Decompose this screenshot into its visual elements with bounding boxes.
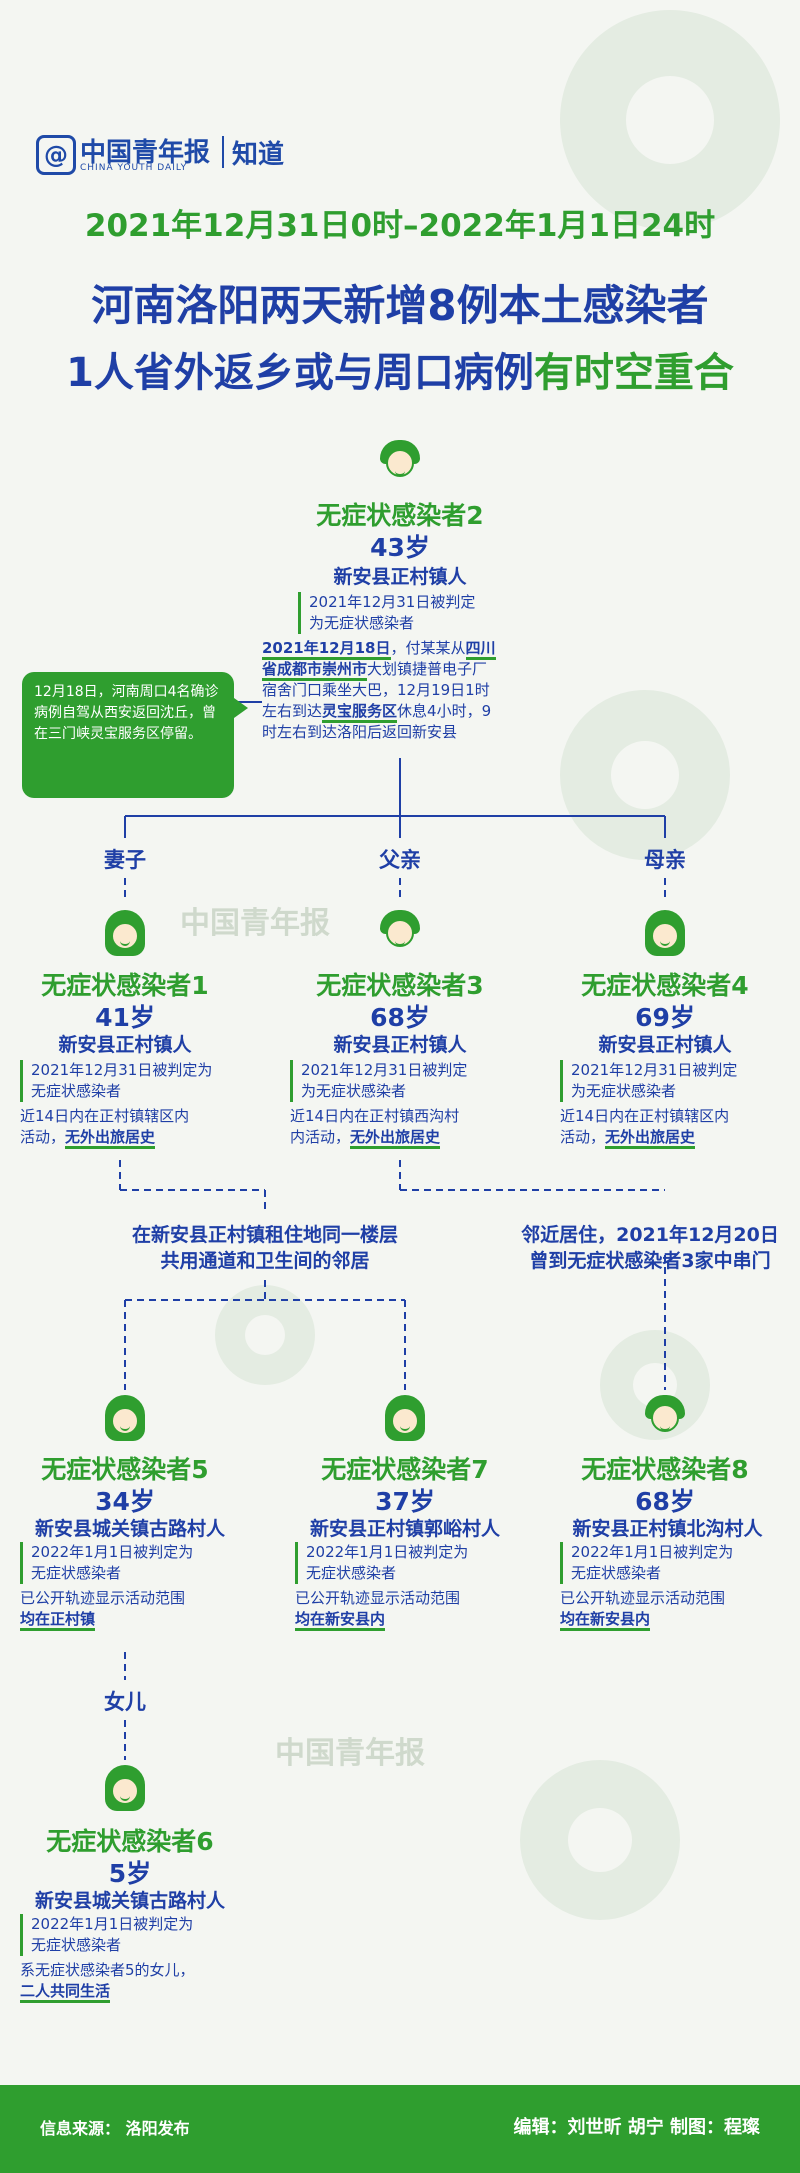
case4-title: 无症状感染者4 [581,971,749,1000]
case5-location: 新安县城关镇古路村人 [34,1518,225,1540]
logo-divider [222,136,224,168]
case7-location: 新安县正村镇郭峪村人 [309,1518,500,1540]
case6-note: 2022年1月1日被判定为 无症状感染者 [20,1914,193,1956]
case3-location: 新安县正村镇人 [333,1034,467,1056]
logo-title: 中国青年报 [80,138,211,168]
relation-mother: 母亲 [644,848,686,872]
footer-credits: 编辑：刘世昕 胡宁 制图：程璨 [513,2117,760,2138]
case2-location: 新安县正村镇人 [333,566,467,588]
watermark: 中国青年报 [180,906,330,941]
sub-title-blue: 1人省外返乡或与周口病例 [66,350,534,396]
male-avatar-icon [378,440,422,488]
case2-age: 43岁 [370,533,430,562]
case4-location: 新安县正村镇人 [598,1034,732,1056]
case1-note: 2021年12月31日被判定为 无症状感染者 [20,1060,212,1102]
logo-mark: @ [36,135,76,175]
footer-bar: 信息来源： 洛阳发布 编辑：刘世昕 胡宁 制图：程璨 [0,2085,800,2173]
case4-note: 2021年12月31日被判定 为无症状感染者 [560,1060,737,1102]
virus-decoration-icon [560,690,730,860]
relation-wife: 妻子 [104,848,146,872]
case3-title: 无症状感染者3 [316,971,484,1000]
case6-age: 5岁 [108,1859,152,1888]
female-avatar-icon [383,1395,427,1443]
male-avatar-icon [643,1395,687,1443]
sub-title-green: 有时空重合 [533,350,734,396]
case5-age: 34岁 [95,1487,155,1516]
case5-detail: 已公开轨迹显示活动范围 均在正村镇 [20,1588,185,1631]
case8-detail: 已公开轨迹显示活动范围 均在新安县内 [560,1588,725,1631]
case5-note: 2022年1月1日被判定为 无症状感染者 [20,1542,193,1584]
case1-detail: 近14日内在正村镇辖区内 活动，无外出旅居史 [20,1106,189,1149]
relation-daughter: 女儿 [104,1690,146,1714]
case7-age: 37岁 [375,1487,435,1516]
female-avatar-icon [103,910,147,958]
case8-location: 新安县正村镇北沟村人 [572,1518,763,1540]
case2-note: 2021年12月31日被判定 为无症状感染者 [298,592,475,634]
case8-title: 无症状感染者8 [581,1455,749,1484]
nearby-link-label: 邻近居住，2021年12月20日 曾到无症状感染者3家中串门 [521,1224,779,1272]
case7-detail: 已公开轨迹显示活动范围 均在新安县内 [295,1588,460,1631]
case1-location: 新安县正村镇人 [58,1034,192,1056]
case8-age: 68岁 [635,1487,695,1516]
case5-title: 无症状感染者5 [41,1455,209,1484]
virus-decoration-icon [560,10,780,230]
case2-title: 无症状感染者2 [316,501,484,530]
case6-detail: 系无症状感染者5的女儿， 二人共同生活 [20,1960,195,2003]
logo-subtitle: CHINA YOUTH DAILY [80,163,188,173]
case2-detail: 2021年12月18日，付某某从四川 省成都市崇州市大划镇捷普电子厂 宿舍门口乘… [262,639,496,741]
case3-detail: 近14日内在正村镇西沟村 内活动，无外出旅居史 [290,1106,459,1149]
female-avatar-icon [103,1765,147,1813]
male-avatar-icon [378,910,422,958]
female-avatar-icon [643,910,687,958]
virus-decoration-icon [215,1285,315,1385]
case6-title: 无症状感染者6 [46,1827,214,1856]
main-title: 河南洛阳两天新增8例本土感染者 [91,281,709,330]
case4-age: 69岁 [635,1003,695,1032]
case8-note: 2022年1月1日被判定为 无症状感染者 [560,1542,733,1584]
case4-detail: 近14日内在正村镇辖区内 活动，无外出旅居史 [560,1106,729,1149]
case7-note: 2022年1月1日被判定为 无症状感染者 [295,1542,468,1584]
logo-know: 知道 [232,140,285,170]
sub-title: 1人省外返乡或与周口病例有时空重合 [0,340,800,398]
case1-title: 无症状感染者1 [41,971,209,1000]
virus-decoration-icon [520,1760,680,1920]
footer-source: 信息来源： 洛阳发布 [40,2119,190,2138]
case7-title: 无症状感染者7 [321,1455,489,1484]
date-range: 2021年12月31日0时–2022年1月1日24时 [84,208,716,244]
relation-father: 父亲 [379,848,421,872]
case3-note: 2021年12月31日被判定 为无症状感染者 [290,1060,467,1102]
case1-age: 41岁 [95,1003,155,1032]
watermark: 中国青年报 [275,1736,425,1771]
zhoukou-bubble: 12月18日，河南周口4名确诊病例自驾从西安返回沈丘，曾在三门峡灵宝服务区停留。 [22,672,248,798]
female-avatar-icon [103,1395,147,1443]
case6-location: 新安县城关镇古路村人 [34,1890,225,1912]
case3-age: 68岁 [370,1003,430,1032]
neighbors-link-label: 在新安县正村镇租住地同一楼层 共用通道和卫生间的邻居 [131,1224,398,1272]
